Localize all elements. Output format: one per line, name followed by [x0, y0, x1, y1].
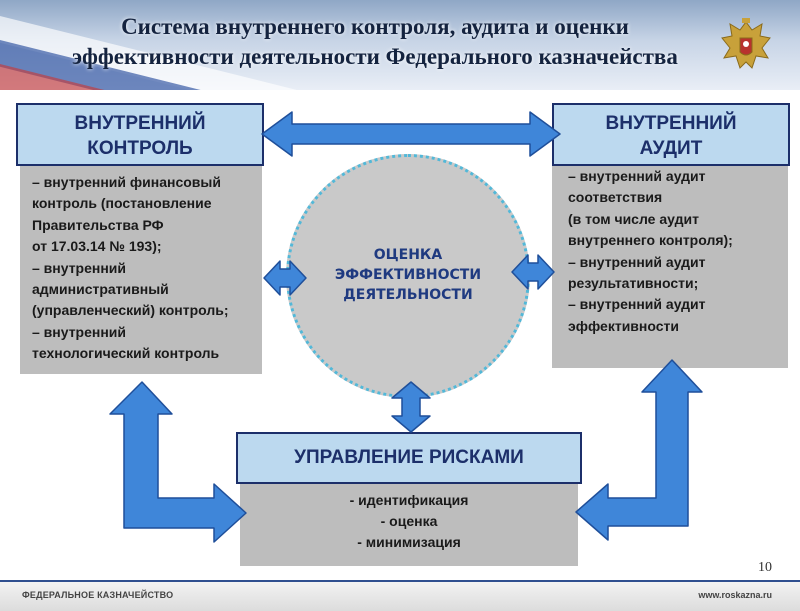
internal-control-line: – внутренний [32, 323, 127, 340]
evaluation-label-line-3: ДЕЯТЕЛЬНОСТИ [343, 287, 473, 303]
internal-control-heading: ВНУТРЕННИЙ КОНТРОЛЬ [16, 103, 264, 166]
internal-control-line: от 17.03.14 № 193); [32, 238, 162, 255]
footer-bar [0, 580, 800, 611]
control-risk-double-arrow [109, 381, 247, 543]
double-headed-eagle-emblem-icon [721, 18, 771, 69]
evaluation-label: ОЦЕНКА ЭФФЕКТИВНОСТИ ДЕЯТЕЛЬНОСТИ [289, 245, 527, 305]
control-audit-double-arrow [261, 111, 561, 157]
internal-control-details: – внутренний финансовый контроль (постан… [20, 166, 262, 374]
internal-audit-line: внутреннего контроля); [568, 232, 733, 249]
internal-control-line: административный [32, 281, 169, 298]
internal-control-heading-line-2: КОНТРОЛЬ [87, 138, 193, 159]
risk-management-heading: УПРАВЛЕНИЕ РИСКАМИ [236, 432, 582, 484]
audit-risk-double-arrow [575, 359, 703, 541]
internal-audit-line: результативности; [568, 275, 699, 292]
footer-divider [0, 580, 800, 582]
title-line-1: Система внутреннего контроля, аудита и о… [121, 14, 629, 39]
internal-control-heading-line-1: ВНУТРЕННИЙ [74, 113, 206, 134]
title-line-2: эффективности деятельности Федерального … [72, 44, 678, 69]
internal-audit-heading-line-1: ВНУТРЕННИЙ [605, 113, 737, 134]
footer-website-link[interactable]: www.roskazna.ru [698, 590, 772, 600]
header-banner: Система внутреннего контроля, аудита и о… [0, 0, 800, 90]
internal-audit-line: эффективности [568, 317, 679, 334]
internal-control-line: Правительства РФ [32, 216, 164, 233]
internal-audit-line: – внутренний аудит [568, 253, 706, 270]
evaluation-circle: ОЦЕНКА ЭФФЕКТИВНОСТИ ДЕЯТЕЛЬНОСТИ [286, 154, 530, 398]
evaluation-label-line-2: ЭФФЕКТИВНОСТИ [334, 267, 482, 283]
internal-control-line: технологический контроль [32, 345, 220, 362]
internal-control-line: – внутренний финансовый [32, 174, 221, 190]
internal-audit-details: – внутренний аудит соответствия (в том ч… [552, 166, 788, 368]
internal-control-line: контроль (постановление [32, 195, 212, 212]
internal-audit-line: – внутренний аудит [568, 168, 706, 184]
risk-management-item: - оценка [380, 513, 438, 529]
risk-management-details: - идентификация - оценка - минимизация [240, 484, 578, 566]
footer-organization: ФЕДЕРАЛЬНОЕ КАЗНАЧЕЙСТВО [22, 590, 174, 600]
page-number: 10 [758, 560, 772, 575]
risk-management-item: - идентификация [349, 492, 469, 508]
risk-management-item: - минимизация [357, 534, 461, 550]
internal-control-line: (управленческий) контроль; [32, 302, 229, 319]
internal-audit-line: – внутренний аудит [568, 296, 706, 313]
internal-audit-line: (в том числе аудит [568, 210, 699, 227]
evaluation-label-line-1: ОЦЕНКА [373, 247, 443, 263]
page-title: Система внутреннего контроля, аудита и о… [30, 12, 720, 72]
internal-control-line: – внутренний [32, 259, 127, 276]
internal-audit-heading-line-2: АУДИТ [639, 138, 703, 159]
internal-audit-heading: ВНУТРЕННИЙ АУДИТ [552, 103, 790, 166]
internal-audit-line: соответствия [568, 189, 663, 206]
